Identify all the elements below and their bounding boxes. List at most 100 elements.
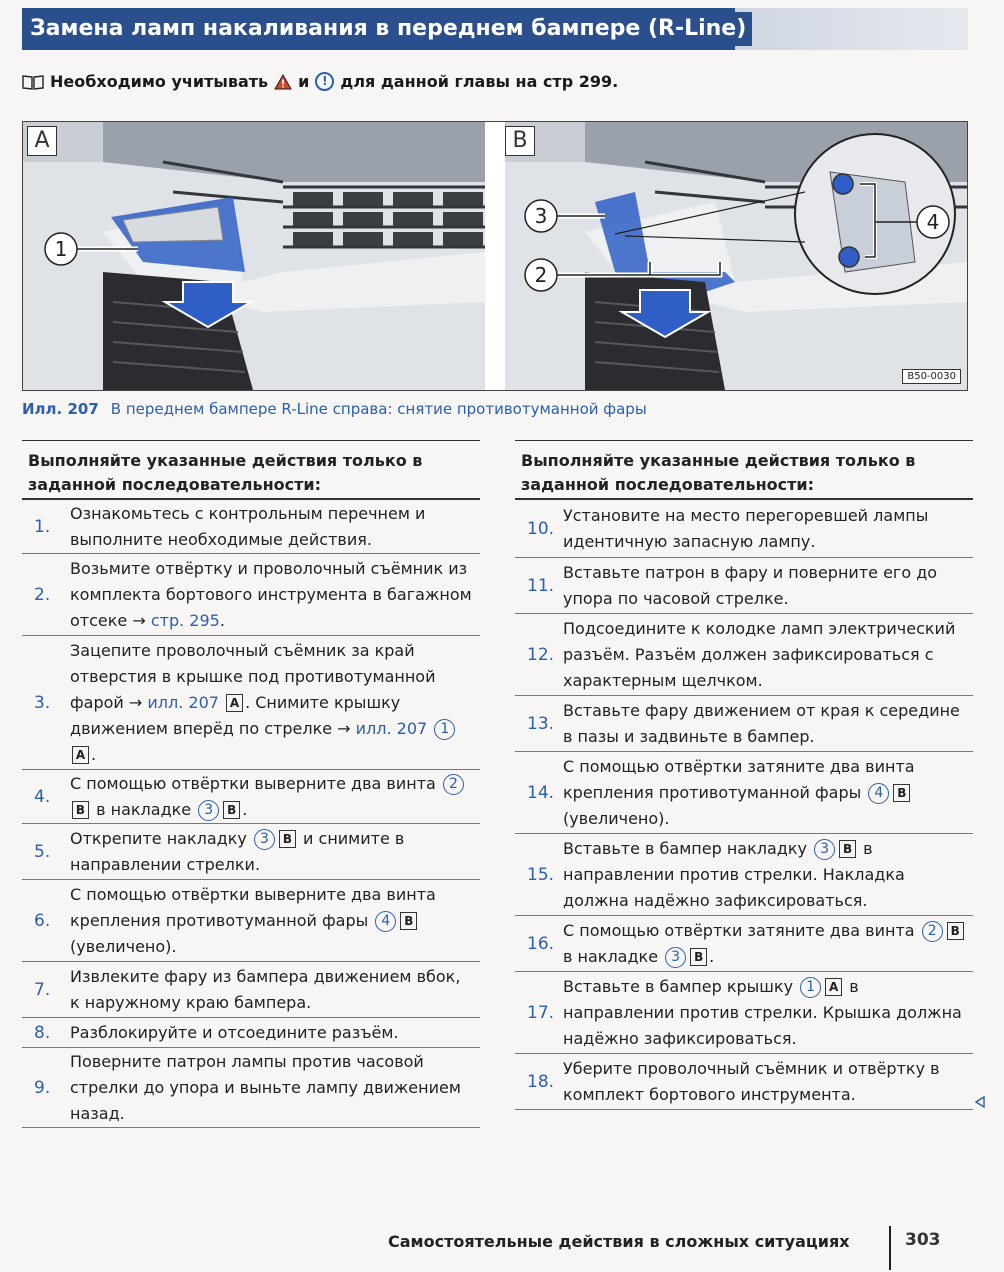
panel-label-box: B xyxy=(946,922,964,940)
callout-2: 2 xyxy=(535,263,548,287)
step-row: 8. Разблокируйте и отсоедините разъём. xyxy=(22,1018,480,1048)
step-text: Вставьте фару движением от края к середи… xyxy=(563,700,960,746)
page-title: Замена ламп накаливания в переднем бампе… xyxy=(30,12,753,46)
callout-4: 4 xyxy=(927,210,940,234)
panel-label-box: B xyxy=(72,801,89,819)
figure-code: B50-0030 xyxy=(902,369,961,384)
step-text: Вставьте патрон в фару и поверните его д… xyxy=(563,562,938,608)
continue-arrow-icon xyxy=(975,1096,985,1108)
step-text: Уберите проволочный съёмник и отвёртку в… xyxy=(563,1058,940,1104)
step-text: Подсоедините к колодке ламп электрически… xyxy=(563,618,956,690)
info-icon: ! xyxy=(315,72,335,91)
step-row: 6. С помощью отвёртки выверните два винт… xyxy=(22,880,480,962)
step-row: 13. Вставьте фару движением от края к се… xyxy=(515,696,973,752)
caption-text: В переднем бампере R-Line справа: снятие… xyxy=(110,400,647,418)
step-number: 13. xyxy=(527,713,555,734)
panel-label-box: B xyxy=(839,840,857,858)
step-number: 10. xyxy=(527,518,555,539)
step-text: Установите на место перегоревшей лампы и… xyxy=(563,505,929,551)
callout-circle: 1 xyxy=(434,718,456,740)
step-row: 16. С помощью отвёртки затяните два винт… xyxy=(515,916,973,972)
step-row: 4. С помощью отвёртки выверните два винт… xyxy=(22,770,480,824)
step-text: Разблокируйте и отсоедините разъём. xyxy=(70,1022,399,1042)
step-number: 5. xyxy=(34,841,51,862)
step-text: С помощью отвёртки затяните два винта кр… xyxy=(563,756,915,828)
step-number: 18. xyxy=(527,1071,555,1092)
figure-reference-link[interactable]: илл. 207 xyxy=(147,692,219,712)
callout-3: 3 xyxy=(535,204,548,228)
step-row: 9. Поверните патрон лампы против часовой… xyxy=(22,1048,480,1128)
page-reference-link[interactable]: стр. 295 xyxy=(150,610,220,630)
panel-b-letter: B xyxy=(505,126,535,156)
step-row: 10. Установите на место перегоревшей лам… xyxy=(515,500,973,558)
step-row: 12. Подсоедините к колодке ламп электрич… xyxy=(515,614,973,696)
panel-label-box: A xyxy=(226,694,244,712)
panel-label-box: B xyxy=(223,801,241,819)
step-text: С помощью отвёртки выверните два винта 2… xyxy=(68,769,480,825)
callout-circle: 2 xyxy=(921,920,943,942)
step-row: 7. Извлеките фару из бампера движением в… xyxy=(22,962,480,1018)
panel-label-box: A xyxy=(72,746,89,764)
callout-circle: 2 xyxy=(442,773,464,795)
callout-circle: 1 xyxy=(800,976,822,998)
callout-circle: 3 xyxy=(814,838,836,860)
step-number: 2. xyxy=(34,584,51,605)
footer-divider xyxy=(889,1226,891,1270)
panel-label-box: B xyxy=(400,912,418,930)
step-text: Извлеките фару из бампера движением вбок… xyxy=(70,966,461,1012)
step-row: 18. Уберите проволочный съёмник и отвёрт… xyxy=(515,1054,973,1110)
caption-number: Илл. 207 xyxy=(22,400,99,418)
step-row: 14. С помощью отвёртки затяните два винт… xyxy=(515,752,973,834)
right-column-heading: Выполняйте указанные действия только в з… xyxy=(515,440,973,500)
step-number: 3. xyxy=(34,692,51,713)
book-icon xyxy=(22,74,44,90)
step-row: 3. Зацепите проволочный съёмник за край … xyxy=(22,636,480,770)
step-number: 15. xyxy=(527,864,555,885)
figure-reference-link[interactable]: илл. 207 xyxy=(355,718,428,738)
callout-circle: 3 xyxy=(198,799,220,821)
notice-text-after: для данной главы на стр 299. xyxy=(340,72,619,91)
steps-right-column: Выполняйте указанные действия только в з… xyxy=(515,440,973,1110)
step-number: 12. xyxy=(527,644,555,665)
notice-and: и xyxy=(298,72,310,91)
step-number: 16. xyxy=(527,933,555,954)
callout-circle: 3 xyxy=(253,828,275,850)
step-text: С помощью отвёртки выверните два винта к… xyxy=(70,884,436,956)
panel-label-box: A xyxy=(825,978,843,996)
left-column-heading: Выполняйте указанные действия только в з… xyxy=(22,440,480,500)
figure-caption: Илл. 207 В переднем бампере R-Line справа… xyxy=(22,400,647,418)
panel-label-box: B xyxy=(893,784,911,802)
panel-b-drawing: 4 3 2 xyxy=(505,122,967,390)
step-number: 1. xyxy=(34,516,51,537)
panel-label-box: B xyxy=(278,830,296,848)
notice-text-before: Необходимо учитывать xyxy=(50,72,269,91)
step-number: 6. xyxy=(34,910,51,931)
footer-section-title: Самостоятельные действия в сложных ситуа… xyxy=(388,1232,850,1251)
step-row: 1. Ознакомьтесь с контрольным перечнем и… xyxy=(22,500,480,554)
step-number: 17. xyxy=(527,1002,555,1023)
step-row: 11. Вставьте патрон в фару и поверните е… xyxy=(515,558,973,614)
header-fade xyxy=(735,8,968,50)
figure-panel-b: 4 3 2 B B50-0030 xyxy=(505,122,967,390)
callout-circle: 4 xyxy=(868,782,890,804)
step-row: 2. Возьмите отвёртку и проволочный съёмн… xyxy=(22,554,480,636)
steps-left-column: Выполняйте указанные действия только в з… xyxy=(22,440,480,1128)
step-number: 8. xyxy=(34,1022,51,1043)
notice-line: Необходимо учитывать и ! для данной глав… xyxy=(22,72,618,91)
step-number: 14. xyxy=(527,782,555,803)
step-number: 4. xyxy=(34,786,51,807)
step-text: Ознакомьтесь с контрольным перечнем и вы… xyxy=(70,503,426,549)
step-text: Зацепите проволочный съёмник за край отв… xyxy=(68,636,480,770)
step-number: 11. xyxy=(527,575,555,596)
panel-label-box: B xyxy=(690,948,708,966)
callout-circle: 4 xyxy=(375,910,397,932)
panel-a-letter: A xyxy=(27,126,57,156)
panel-a-drawing: 1 xyxy=(23,122,485,390)
